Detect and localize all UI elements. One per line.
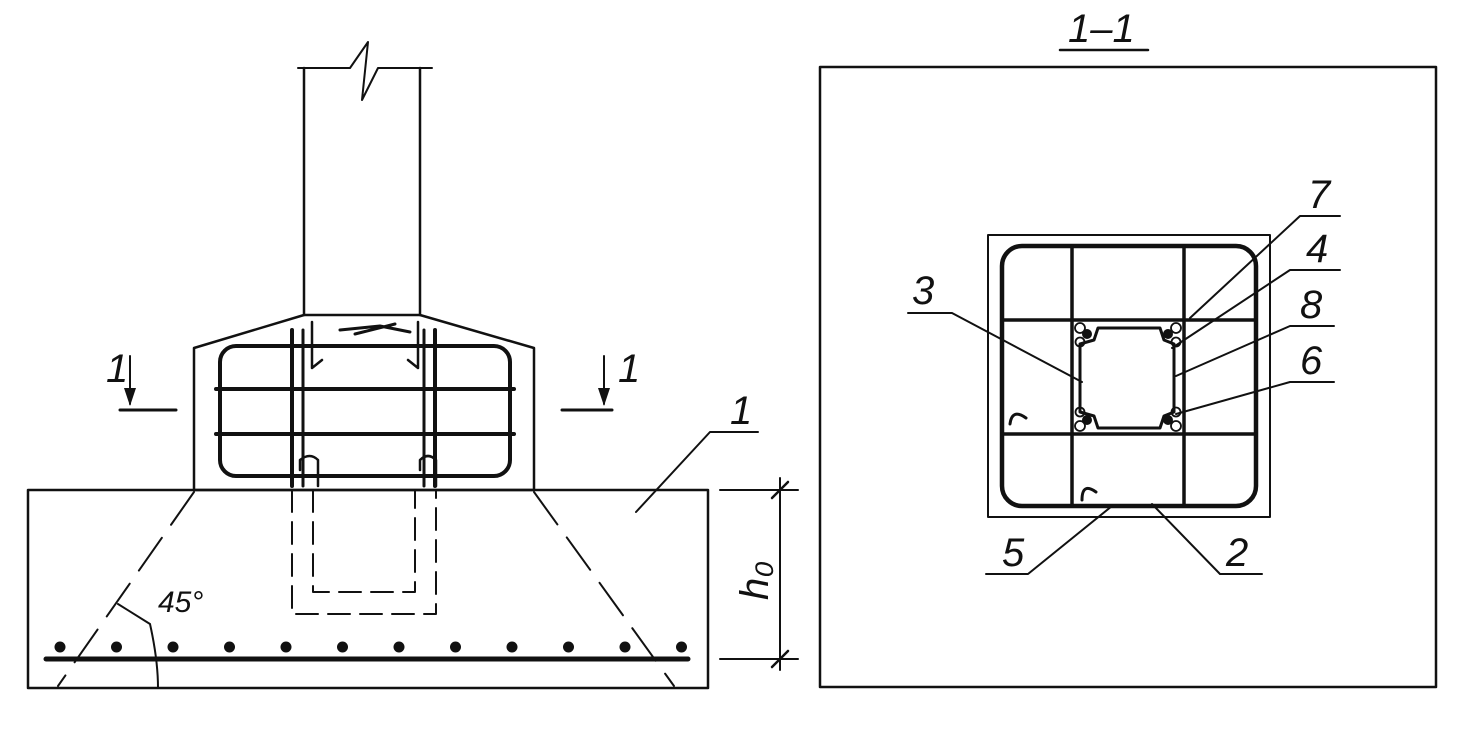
rebar-dot [337, 641, 348, 653]
callout-5: 5 [985, 505, 1113, 575]
bottom-reinforcement [43, 641, 691, 662]
elevation-view: 45° 1 1 1 [26, 41, 799, 690]
callout-8: 8 [1175, 283, 1335, 377]
punching-cone-lines [57, 491, 675, 687]
callout-6-label: 6 [1300, 339, 1323, 383]
callout-4: 4 [1171, 227, 1341, 349]
angle-arc [117, 603, 159, 689]
stirrup-grid [999, 243, 1259, 509]
rebar-dot [111, 641, 122, 653]
break-line [297, 41, 433, 101]
column [297, 41, 433, 317]
section-mark-left-label: 1 [106, 347, 128, 391]
corner-bars [1074, 322, 1182, 432]
section-view: 1–1 [818, 7, 1438, 689]
callout-foundation: 1 [635, 389, 759, 513]
section-mark-left: 1 [106, 347, 178, 412]
callout-2-label: 2 [1225, 531, 1248, 575]
rebar-dot [393, 641, 405, 653]
rebar-dot [167, 641, 179, 653]
dimension-h0: h₀ [719, 477, 799, 671]
reinforcement-cage [214, 320, 516, 488]
callout-5-label: 5 [1002, 531, 1025, 575]
foundation-plan-outline [818, 65, 1438, 689]
rebar-dot [280, 641, 292, 653]
dimension-h0-label: h₀ [733, 561, 777, 600]
callout-2: 2 [1151, 503, 1263, 575]
column-section [1078, 326, 1176, 430]
section-mark-right-label: 1 [618, 347, 640, 391]
encasement-plan [987, 234, 1271, 518]
callout-7-label: 7 [1308, 173, 1332, 217]
section-title: 1–1 [1068, 7, 1135, 51]
rebar-dot [506, 641, 518, 653]
rebar-dots [54, 641, 687, 653]
rebar-dot [563, 641, 574, 653]
callout-8-label: 8 [1300, 283, 1323, 327]
rebar-dot [676, 641, 687, 653]
callout-6: 6 [1175, 339, 1335, 415]
rebar-dot [224, 641, 235, 653]
hidden-column-stub [291, 489, 437, 615]
callout-4-label: 4 [1306, 227, 1328, 271]
angle-label: 45° [158, 586, 203, 619]
concrete-encasement [192, 313, 536, 492]
rebar-dot [450, 641, 461, 653]
section-mark-right: 1 [560, 347, 640, 412]
callout-7: 7 [1189, 173, 1341, 319]
callout-foundation-label: 1 [730, 389, 752, 433]
rebar-dot [54, 641, 66, 653]
callout-3-label: 3 [912, 269, 934, 313]
callout-3: 3 [907, 269, 1083, 383]
rebar-dot [619, 641, 631, 653]
